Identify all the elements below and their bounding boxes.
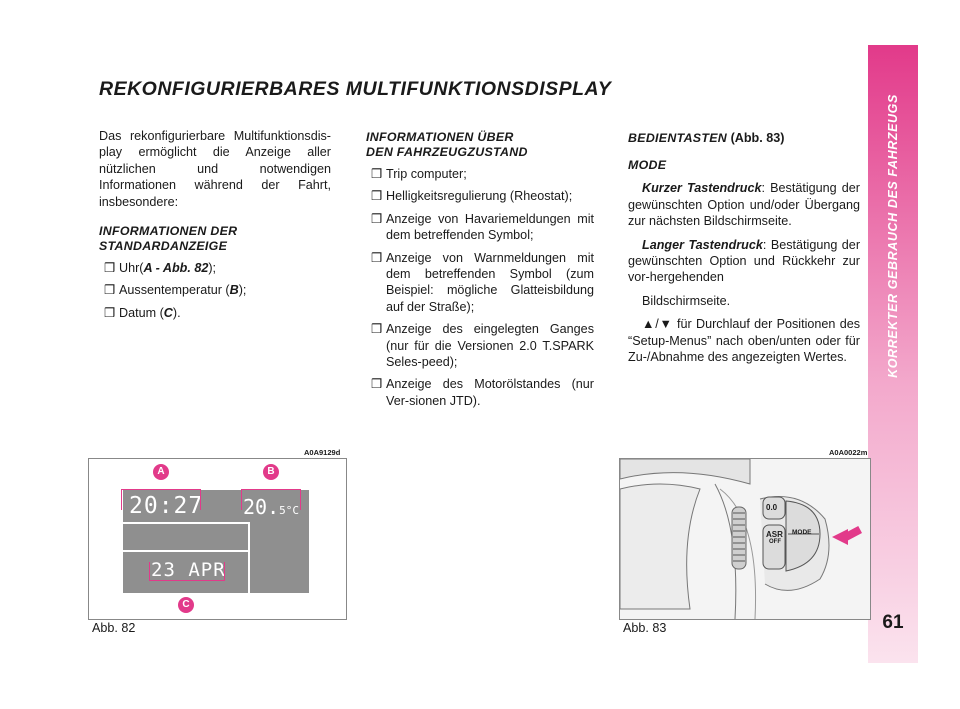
section-side-band [868,45,918,663]
clock-readout: 20:27 [129,493,204,519]
figure-controls: 0.0 ASR OFF MODE [619,458,871,620]
figure-code: A0A9129d [304,448,341,457]
asr-off-label: OFF [769,539,781,545]
figure-display: 20:27 20.5°C 23 APR A B C [88,458,347,620]
figure-label: Abb. 83 [623,621,667,635]
marker-a: A [153,464,169,480]
section-header: KORREKTER GEBRAUCH DES FAHRZEUGS [886,94,900,378]
marker-b: B [263,464,279,480]
bracket-a [121,489,201,510]
checkbox-bullet-icon: ❒ [371,189,383,204]
checkbox-bullet-icon: ❒ [371,322,383,337]
list-item: ❒Datum (C). [104,305,181,320]
checkbox-bullet-icon: ❒ [371,167,383,181]
list-item: ❒Anzeige des Motorölstandes (nur Ver-sio… [371,377,594,408]
subheading-standard-1: INFORMATIONEN DER [99,224,238,239]
arrows-paragraph: ▲/▼ für Durchlauf der Positionen des “Se… [628,317,860,365]
mode-button-label: MODE [792,529,812,536]
column-3: BEDIENTASTEN (Abb. 83) MODE Kurzer Taste… [628,130,860,365]
mode-heading: MODE [628,158,667,173]
checkbox-bullet-icon: ❒ [371,211,383,226]
subheading-status-2: DEN FAHRZEUGZUSTAND [366,145,528,159]
date-readout: 23 APR [151,559,226,581]
page-number: 61 [882,612,904,633]
figure-code: A0A0022m [829,448,868,457]
lcd-screen: 20:27 20.5°C 23 APR [123,490,309,593]
list-item: ❒Aussentemperatur (B); [104,283,247,298]
checkbox-bullet-icon: ❒ [371,377,383,392]
controls-heading: BEDIENTASTEN (Abb. 83) [628,131,785,145]
column-2: INFORMATIONEN ÜBER DEN FAHRZEUGZUSTAND ❒… [366,130,594,409]
bracket-b [241,489,301,510]
checkbox-bullet-icon: ❒ [104,261,116,276]
list-item: ❒Anzeige des eingelegten Ganges (nur für… [371,322,594,370]
page-title: REKONFIGURIERBARES MULTIFUNKTIONSDISPLAY [99,78,612,100]
subheading-status-1: INFORMATIONEN ÜBER [366,130,514,144]
long-press-paragraph: Langer Tastendruck: Bestätigung der gewü… [628,237,861,285]
list-item: ❒Trip computer; [371,167,467,181]
list-item: ❒Helligkeitsregulierung (Rheostat); [371,189,573,204]
list-item: ❒Anzeige von Warnmeldungen mit dem betre… [371,250,594,314]
subheading-standard-2: STANDARDANZEIGE [99,239,228,254]
screen-page-text: Bildschirmseite. [642,293,731,308]
checkbox-bullet-icon: ❒ [371,250,383,265]
figure-label: Abb. 82 [92,621,136,635]
list-item: ❒Anzeige von Havariemeldungen mit dem be… [371,211,594,243]
intro-paragraph: Das rekonfigurierbare Multifunktionsdis-… [99,129,331,209]
asr-button-label: ASR [766,530,783,539]
trip-reset-button-label: 0.0 [766,503,778,512]
marker-c: C [178,597,194,613]
bracket-c [149,562,225,581]
short-press-paragraph: Kurzer Tastendruck: Bestätigung der gewü… [628,181,860,229]
temperature-readout: 20.5°C [243,495,299,519]
dashboard-illustration [620,459,863,619]
list-item: ❒Uhr(A - Abb. 82); [104,261,217,276]
checkbox-bullet-icon: ❒ [104,283,116,298]
column-1: Das rekonfigurierbare Multifunktionsdis-… [99,128,331,321]
checkbox-bullet-icon: ❒ [104,305,116,320]
